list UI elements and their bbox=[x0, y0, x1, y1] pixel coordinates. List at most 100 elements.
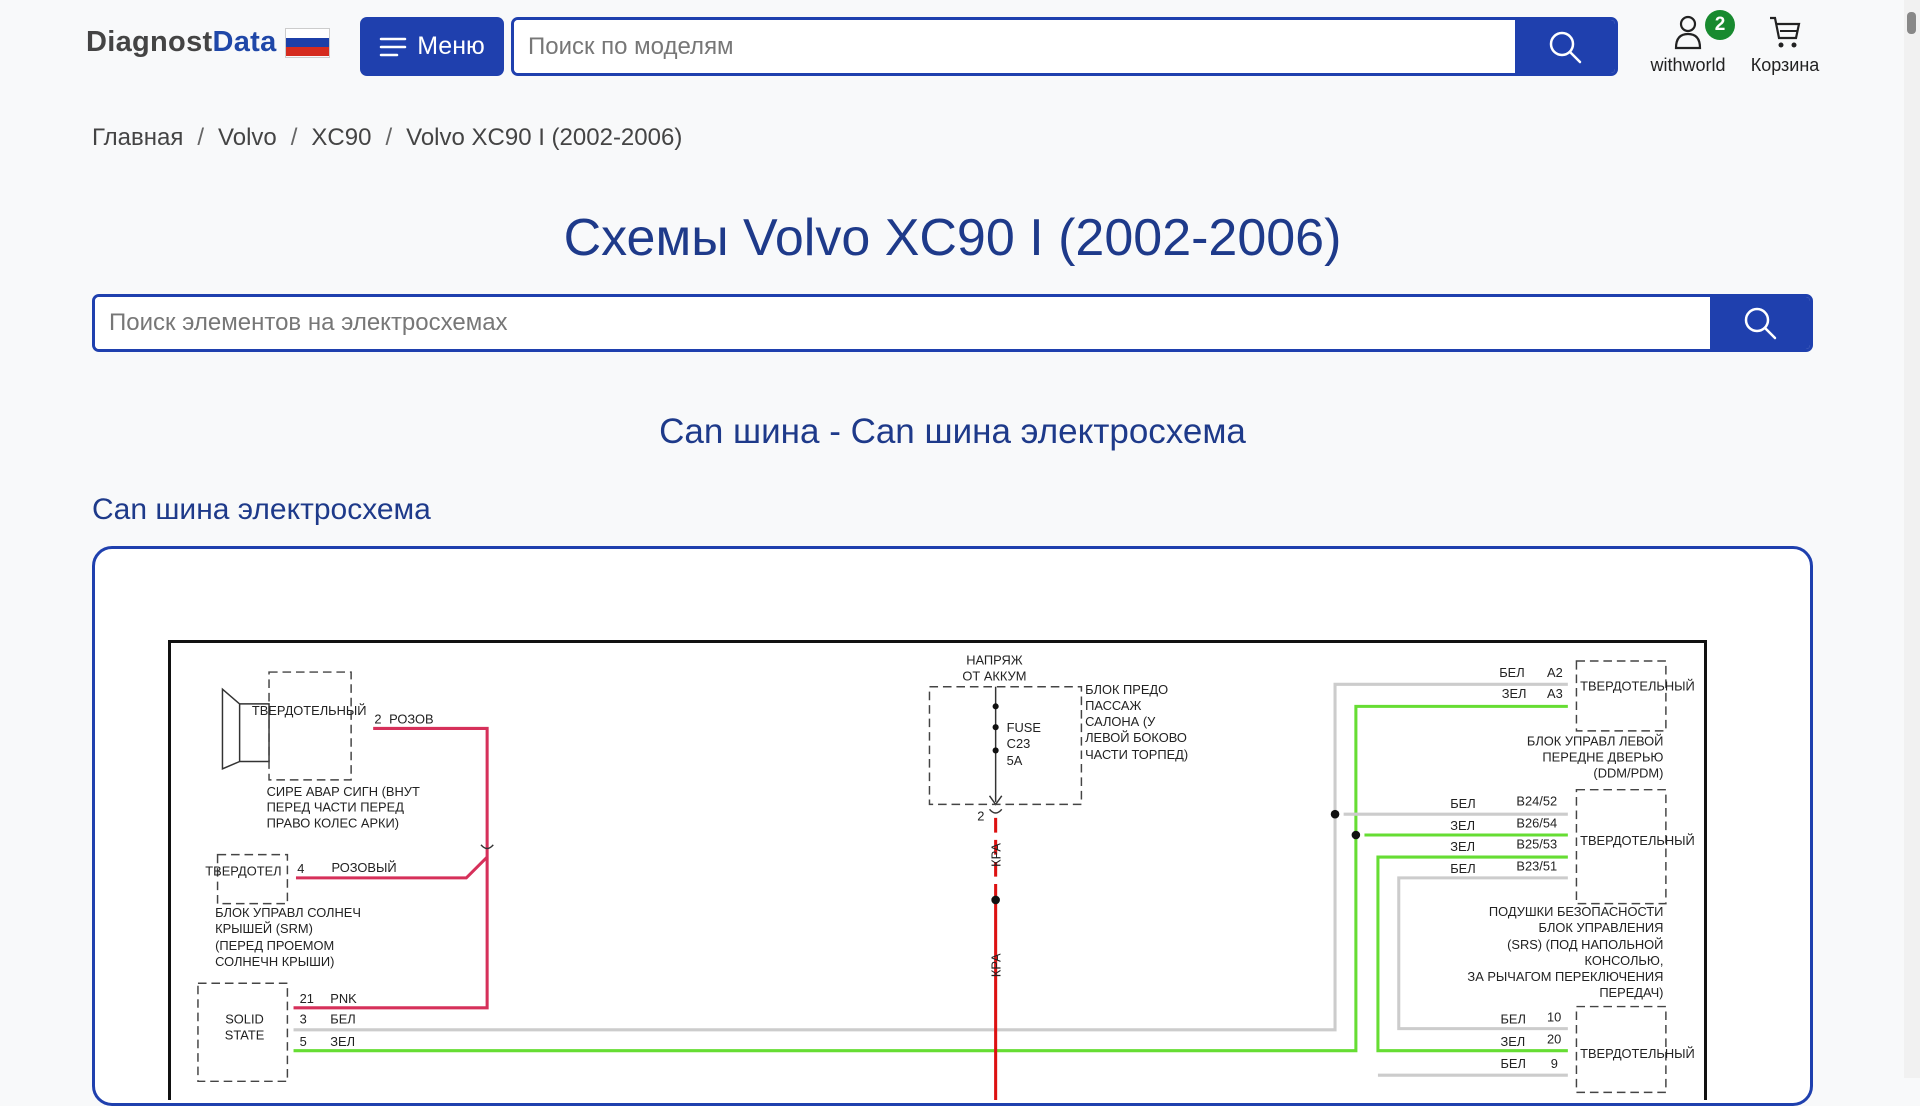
label: ТВЕРДОТЕЛЬНЫЙ bbox=[252, 703, 367, 718]
model-search-input[interactable] bbox=[514, 20, 1515, 73]
wiring-diagram[interactable]: ТВЕРДОТЕЛЬНЫЙ 2 РОЗОВ СИРЕ АВАР СИГН (ВН… bbox=[168, 640, 1707, 1100]
notification-badge: 2 bbox=[1705, 10, 1735, 40]
wire-grey-main bbox=[293, 682, 1568, 1032]
breadcrumb-separator: / bbox=[197, 124, 205, 151]
label: 4 bbox=[297, 861, 304, 876]
label: ОТ АККУМ bbox=[962, 669, 1026, 684]
breadcrumb-xc90[interactable]: XC90 bbox=[311, 124, 372, 151]
label: ПРАВО КОЛЕС АРКИ) bbox=[267, 816, 400, 831]
menu-label: Меню bbox=[417, 32, 485, 60]
user-account[interactable]: withworld bbox=[1648, 14, 1728, 76]
breadcrumb-separator: / bbox=[290, 124, 298, 151]
breadcrumb-volvo[interactable]: Volvo bbox=[218, 124, 277, 151]
label: SOLID bbox=[225, 1012, 264, 1027]
label: (SRS) (ПОД НАПОЛЬНОЙ bbox=[1507, 937, 1663, 952]
label: БЕЛ bbox=[1500, 1012, 1525, 1027]
wire-green-b25 bbox=[1376, 855, 1568, 1053]
element-search-input[interactable] bbox=[95, 297, 1710, 349]
label: БЛОК УПРАВЛ СОЛНЕЧ bbox=[215, 905, 361, 920]
label: БЕЛ bbox=[1450, 796, 1475, 811]
scrollbar-thumb[interactable] bbox=[1907, 12, 1916, 34]
label: 2 bbox=[977, 808, 984, 823]
label: БЛОК УПРАВЛЕНИЯ bbox=[1539, 920, 1664, 935]
label: СОЛНЕЧН КРЫШИ) bbox=[215, 954, 334, 969]
label: PNK bbox=[330, 991, 357, 1006]
section-title: Can шина электросхема bbox=[92, 493, 431, 526]
element-search bbox=[92, 294, 1813, 352]
wire-grey-b23 bbox=[1397, 876, 1568, 1031]
siren-horn-icon bbox=[221, 687, 270, 770]
label: СИРЕ АВАР СИГН (ВНУТ bbox=[267, 784, 420, 799]
label: FUSE bbox=[1007, 720, 1042, 735]
label: A3 bbox=[1547, 686, 1563, 701]
label: БЕЛ bbox=[1499, 665, 1524, 680]
element-search-button[interactable] bbox=[1710, 297, 1810, 349]
label: ТВЕРДОТЕЛЬНЫЙ bbox=[1580, 833, 1695, 848]
label: ПЕРЕДАЧ) bbox=[1599, 985, 1663, 1000]
fuse-box bbox=[928, 686, 1083, 806]
label: 20 bbox=[1547, 1031, 1561, 1046]
label: 5A bbox=[1007, 753, 1023, 768]
label: БЛОК ПРЕДО bbox=[1085, 682, 1168, 697]
label: 2 bbox=[374, 712, 381, 727]
label: КРА bbox=[989, 953, 1004, 977]
label: 5 bbox=[300, 1034, 307, 1049]
label: ПОДУШКИ БЕЗОПАСНОСТИ bbox=[1489, 904, 1664, 919]
label: БЕЛ bbox=[330, 1012, 355, 1027]
user-name: withworld bbox=[1650, 55, 1726, 75]
label: ЗЕЛ bbox=[1500, 1034, 1525, 1049]
label: 21 bbox=[300, 991, 314, 1006]
label: БЛОК УПРАВЛ ЛЕВОЙ bbox=[1527, 734, 1664, 749]
wire-green-main bbox=[293, 704, 1568, 1053]
russia-flag-icon bbox=[284, 27, 330, 58]
label: НАПРЯЖ bbox=[966, 653, 1023, 668]
siren-box bbox=[268, 671, 352, 781]
label: B25/53 bbox=[1516, 836, 1557, 851]
breadcrumb-separator: / bbox=[385, 124, 393, 151]
label: ЗЕЛ bbox=[1450, 818, 1475, 833]
search-icon bbox=[1549, 31, 1582, 63]
cart-button[interactable]: Корзина bbox=[1745, 14, 1825, 76]
logo-text-1: Diagnost bbox=[86, 26, 213, 58]
srs-box bbox=[1575, 788, 1667, 905]
label: КОНСОЛЬЮ, bbox=[1584, 953, 1663, 968]
page-scrollbar[interactable] bbox=[1904, 0, 1920, 1078]
model-search-button[interactable] bbox=[1515, 20, 1615, 73]
breadcrumb-home[interactable]: Главная bbox=[92, 124, 184, 151]
breadcrumb: Главная / Volvo / XC90 / Volvo XC90 I (2002… bbox=[92, 124, 682, 152]
diagram-subtitle: Can шина - Can шина электросхема bbox=[659, 412, 1246, 451]
label: ЛЕВОЙ БОКОВО bbox=[1085, 730, 1187, 745]
ddm-box bbox=[1575, 660, 1667, 732]
wiring-diagram-svg: ТВЕРДОТЕЛЬНЫЙ 2 РОЗОВ СИРЕ АВАР СИГН (ВН… bbox=[197, 653, 1695, 1100]
label: КРА bbox=[989, 843, 1004, 867]
label: B26/54 bbox=[1516, 816, 1557, 831]
label: БЕЛ bbox=[1450, 861, 1475, 876]
label: (ПЕРЕД ПРОЕМОМ bbox=[215, 938, 334, 953]
label: (DDM/PDM) bbox=[1593, 765, 1663, 780]
label: ПЕРЕД ЧАСТИ ПЕРЕД bbox=[267, 800, 405, 815]
menu-button[interactable]: Меню bbox=[360, 17, 504, 76]
label: КРЫШЕЙ (SRM) bbox=[215, 921, 313, 936]
cart-label: Корзина bbox=[1750, 55, 1820, 75]
model-search bbox=[511, 17, 1618, 76]
wire-pink-srm bbox=[295, 855, 489, 880]
label: 9 bbox=[1551, 1056, 1558, 1071]
label: ТВЕРДОТЕЛЬНЫЙ bbox=[1580, 678, 1695, 693]
breadcrumb-current: Volvo XC90 I (2002-2006) bbox=[406, 124, 683, 151]
label: ЧАСТИ ТОРПЕД) bbox=[1085, 747, 1188, 762]
label: A2 bbox=[1547, 665, 1563, 680]
page-title: Схемы Volvo XC90 I (2002-2006) bbox=[563, 209, 1342, 267]
hamburger-icon bbox=[379, 37, 407, 56]
label: ЗЕЛ bbox=[1450, 839, 1475, 854]
label: 10 bbox=[1547, 1009, 1561, 1024]
label: B23/51 bbox=[1516, 859, 1557, 874]
label: ТВЕРДОТЕЛЬНЫЙ bbox=[1580, 1046, 1695, 1061]
label: ЗЕЛ bbox=[330, 1034, 355, 1049]
label: ЗЕЛ bbox=[1502, 686, 1527, 701]
wire-pink-siren bbox=[293, 726, 489, 1010]
label: РОЗОВ bbox=[389, 712, 433, 727]
user-icon bbox=[1674, 15, 1702, 50]
logo-text-2: Data bbox=[212, 26, 277, 58]
label: 3 bbox=[300, 1012, 307, 1027]
